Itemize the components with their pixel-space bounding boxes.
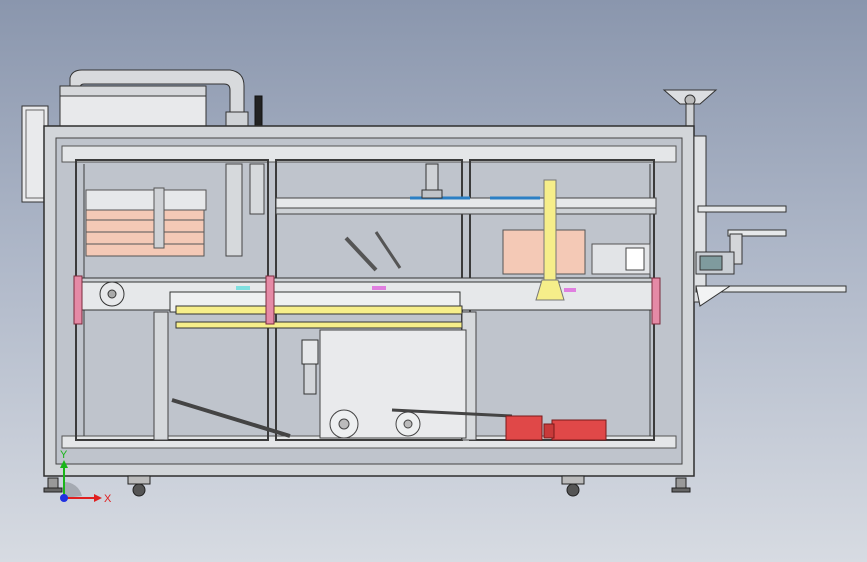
caster-wheel-icon: [43, 475, 691, 497]
main-conveyor-beam: [77, 277, 661, 329]
pink-clamps: [73, 275, 661, 325]
air-regulator-icon: [301, 339, 319, 395]
scissor-linkage: [344, 231, 402, 272]
pneumatic-cylinder: [421, 163, 443, 199]
top-hood: [59, 85, 207, 127]
triad-y-label: Y: [60, 449, 68, 461]
handwheel-icon[interactable]: [662, 89, 718, 129]
coordinate-triad-icon[interactable]: Y X: [60, 449, 112, 505]
yellow-guide-post: [535, 179, 565, 301]
indicator-post: [254, 95, 263, 127]
drive-plate: [171, 329, 513, 439]
upper-conveyor: [275, 196, 657, 215]
carton-stack: [85, 187, 207, 257]
triad-x-label: X: [104, 493, 112, 505]
gear-motor-icon: [505, 415, 607, 441]
sprocket-icon: [99, 281, 125, 307]
beam-markers: [236, 286, 576, 292]
side-mechanism: [693, 135, 847, 307]
